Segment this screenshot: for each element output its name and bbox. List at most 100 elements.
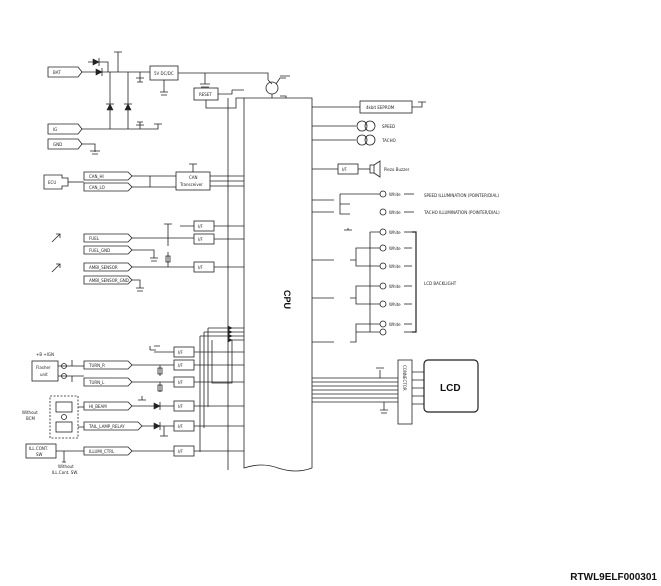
speed-gauge-label: SPEED [382,124,395,129]
without-bcm-label: Without [22,410,38,415]
can-hi-connector: CAN_HI [83,171,133,181]
speed-gauge: SPEED [356,120,395,132]
fuel-interface-1: I/F [193,220,215,232]
tacho-gauge-label: TACHO [381,138,396,143]
led-label: White [389,322,401,327]
bat-connector: BAT [47,66,83,78]
without-bcm-label: BCM [26,416,35,421]
bat-label: BAT [53,70,61,75]
ambi-sensor-connector: AMBI_SENSOR [83,262,133,272]
interface-label: I/F [198,224,204,229]
interface-illumi: I/F [173,445,195,457]
turn-r-connector: TURN_R [83,360,133,370]
tail-lamp-relay-connector: TAIL_LAMP_RELAY [83,421,143,431]
ambi-sensor-symbol [51,263,61,273]
can-transceiver-block: CAN Transceiver [175,171,211,191]
fuel-gnd-label: FUEL_GND [89,248,110,253]
illumi-ctrl-label: ILLUMI_CTRL [89,449,115,454]
interface-label: I/F [178,350,184,355]
diode-symbol [95,68,103,76]
led-label: White [389,246,401,251]
interface-hi-beam: I/F [173,400,195,412]
flasher-label: unit [40,372,48,377]
can-hi-label: CAN_HI [89,174,104,179]
led-label: White [389,302,401,307]
hi-beam-label: HI_BEAM [89,404,107,409]
gnd-label: GND [53,142,62,147]
lcd-bus [312,367,398,414]
interface-turn-r: I/F [173,359,195,371]
turn-r-label: TURN_R [88,363,105,368]
without-ill-label: Without [58,464,74,469]
interface-tail-lamp: I/F [173,420,195,432]
can-transceiver-label: CAN [189,175,198,180]
interface-label: I/F [178,449,184,454]
led-backlight-1: White [379,228,412,236]
flasher-supply-label: +B +IGN [36,352,54,357]
connector-label: CONNECTOR [402,365,407,391]
eeprom-label: 4kbit EEPROM [366,105,395,110]
led-backlight-7 [379,328,412,336]
diode-symbol [92,58,100,66]
tail-lamp-relay-label: TAIL_LAMP_RELAY [88,424,125,429]
fuel-connector: FUEL [83,233,133,243]
buzzer-label: Piezo Buzzer [384,167,410,172]
interface-label: I/F [178,363,184,368]
eeprom-block: 4kbit EEPROM [359,100,413,114]
ill-cont-switch-block: ILL.CONT. SW [25,443,57,459]
ambi-sensor-label: AMBI_SENSOR [89,265,118,270]
lcd-backlight-label: LCD BACKLIGHT [424,281,457,286]
led-backlight-4: White [379,282,412,290]
illumi-ctrl-connector: ILLUMI_CTRL [83,446,133,456]
led-label: White [389,192,401,197]
interface-label: I/F [198,265,204,270]
ambi-interface: I/F [193,261,215,273]
interface-turn-top: I/F [173,346,195,358]
diode-symbol [124,103,132,111]
illumination-drivers [312,193,380,343]
power-supply-wiring [82,51,162,155]
ig-label: IG [53,127,57,132]
can-lo-connector: CAN_LO [83,182,133,192]
hi-beam-connector: HI_BEAM [83,401,133,411]
fuel-interface-2: I/F [193,233,215,245]
led-label: White [389,210,401,215]
interface-turn-l: I/F [173,376,195,388]
led-speed-illumination: White [379,190,414,198]
lcd-connector: CONNECTOR [397,359,413,425]
can-transceiver-label: Transceiver [179,182,203,187]
diode-symbol [106,103,114,111]
interface-label: I/F [342,167,348,172]
interface-label: I/F [178,404,184,409]
fuel-gnd-connector: FUEL_GND [83,245,133,255]
interface-label: I/F [198,237,204,242]
flasher-unit-block: Flasher unit [31,360,59,382]
fuel-label: FUEL [89,236,100,241]
speed-illumination-label: SPEED ILLUMINATION (POINTER/DIAL) [424,193,499,198]
ig-connector: IG [47,123,83,135]
gnd-connector: GND [47,138,83,150]
turn-l-connector: TURN_L [83,377,133,387]
led-backlight-3: White [379,262,412,270]
dcdc-converter-block: 5V DC/DC [149,65,179,81]
dcdc-label: 5V DC/DC [154,71,174,76]
interface-label: I/F [178,380,184,385]
ecu-label: ECU [48,180,56,185]
led-label: White [389,284,401,289]
led-backlight-6: White [379,320,412,328]
buzzer-interface: I/F [337,163,359,175]
led-label: White [389,264,401,269]
interface-label: I/F [178,424,184,429]
led-tacho-illumination: White [379,208,414,216]
lcd-label: LCD [440,383,461,394]
piezo-buzzer: Piezo Buzzer [369,160,410,178]
led-backlight-5: White [379,300,412,308]
bcm-relay-block [49,395,79,439]
ambi-sensor-gnd-label: AMBI_SENSOR_GND [89,278,129,283]
turn-l-label: TURN_L [88,380,105,385]
led-backlight-2: White [379,244,412,252]
tacho-illumination-label: TACHO ILLUMINATION (POINTER/DIAL) [423,210,500,215]
input-bus [149,325,244,452]
can-lo-label: CAN_LO [89,185,105,190]
